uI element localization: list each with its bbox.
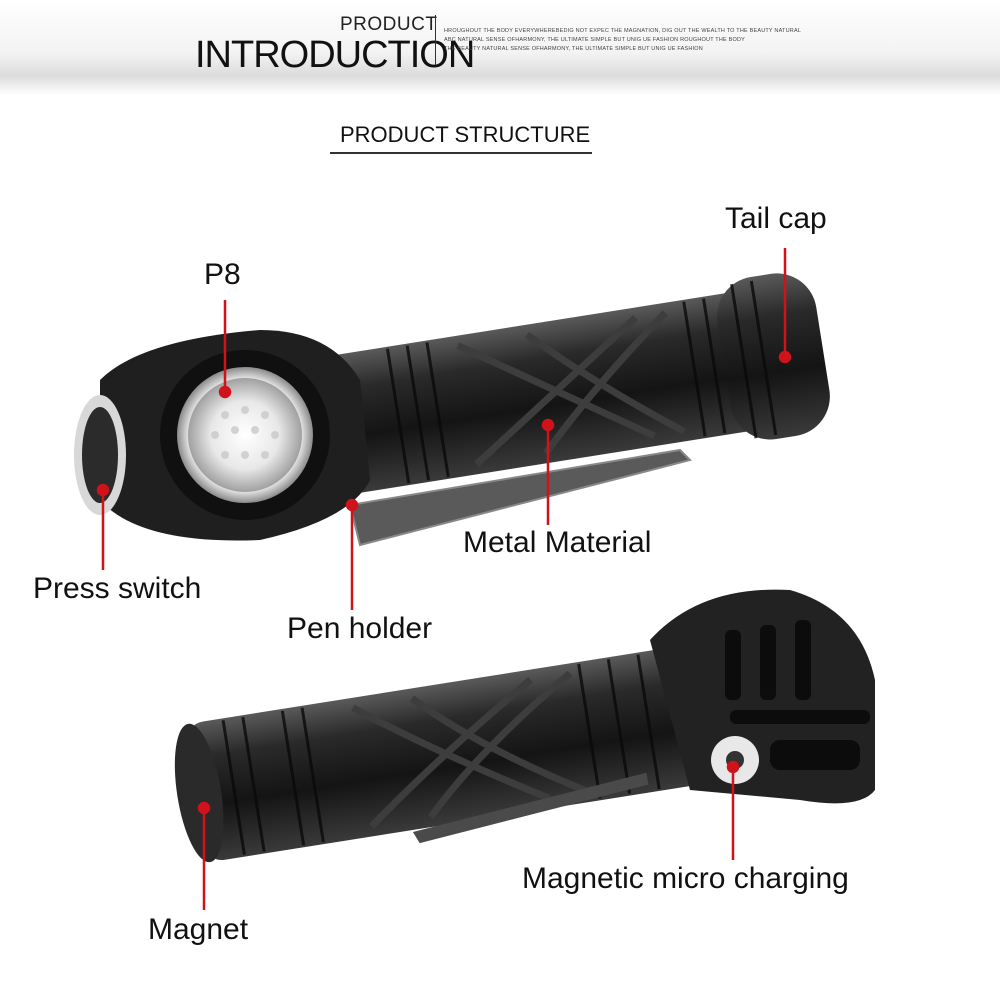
label-tail-cap: Tail cap — [725, 202, 827, 235]
press-switch-button — [82, 407, 118, 503]
label-magnet: Magnet — [148, 913, 249, 946]
callouts — [96, 248, 792, 910]
label-magnetic-charging: Magnetic micro charging — [522, 862, 849, 895]
lower-clip — [412, 772, 649, 844]
label-p8: P8 — [204, 258, 241, 291]
label-press-switch: Press switch — [33, 572, 202, 605]
section-underline — [330, 152, 592, 154]
header-tagline-2: ABC NATURAL SENSE OFHARMONY, THE ULTIMAT… — [444, 37, 746, 43]
pen-clip — [348, 448, 692, 547]
header-band — [0, 0, 1000, 95]
section-title: PRODUCT STRUCTURE — [340, 122, 591, 147]
label-pen-holder: Pen holder — [287, 612, 433, 645]
header-big-title: INTRODUCTION — [195, 34, 475, 76]
header-small-title: PRODUCT — [340, 14, 438, 35]
header-tagline-3: THE BEAUTY NATURAL SENSE OFHARMONY, THE … — [444, 46, 703, 52]
upper-tail — [716, 273, 830, 440]
header-tagline-1: HROUGHOUT THE BODY EVERYWHEREBEDIG NOT E… — [444, 28, 802, 34]
upper-body — [312, 285, 820, 494]
label-metal-material: Metal Material — [463, 526, 652, 559]
lower-tail-end — [174, 723, 224, 863]
header-divider — [435, 15, 436, 65]
lower-flashlight — [174, 646, 716, 863]
p8-lens — [188, 378, 302, 492]
upper-flashlight — [312, 273, 830, 494]
